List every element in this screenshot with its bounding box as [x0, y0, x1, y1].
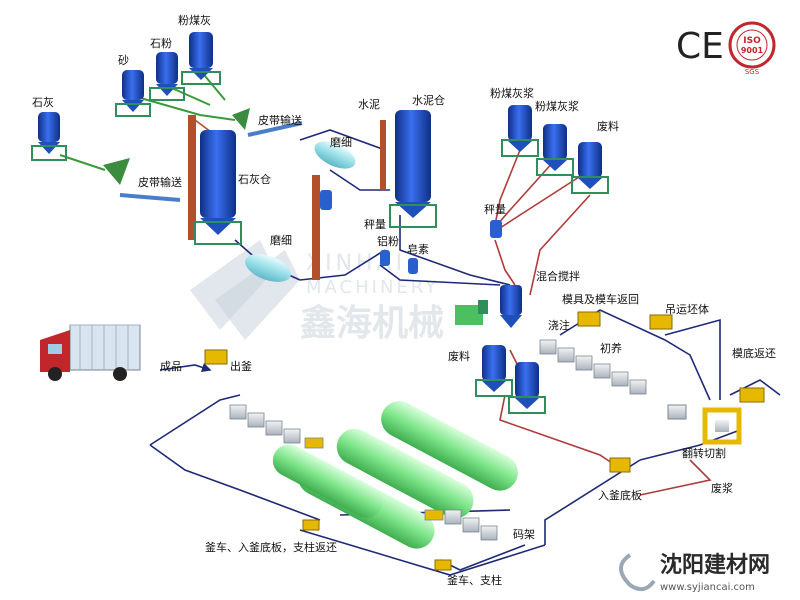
label-precuring: 初养: [600, 341, 622, 355]
label-mold-return: 模具及模车返回: [562, 292, 639, 306]
label-weighing-right: 秤量: [484, 203, 506, 216]
lift-crane: [649, 314, 673, 330]
label-stacking: 码架: [513, 528, 535, 541]
label-fly-ash: 粉煤灰: [178, 13, 211, 27]
label-weighing-left: 秤量: [364, 218, 386, 231]
label-lift-block: 吊运坯体: [665, 302, 709, 316]
silo-waste-top: [571, 142, 609, 194]
label-kettle-return: 釜车、入釜底板，支柱返还: [205, 540, 337, 554]
watermark-en-bottom: MACHINERY: [306, 277, 439, 298]
ce-mark: CE: [676, 26, 724, 67]
silo-fly-ash-slurry-2: [536, 124, 574, 176]
cement-silo: [389, 110, 437, 228]
silo-fly-ash: [181, 32, 221, 85]
iso-seal-number: 9001: [741, 46, 764, 55]
label-flip-cut: 翻转切割: [682, 446, 726, 460]
watermark-en-top: XINHAI: [306, 251, 406, 276]
label-cement-silo: 水泥仓: [412, 93, 445, 107]
silo-sand: [115, 70, 151, 117]
label-into-kettle-base: 入釜底板: [598, 488, 642, 502]
out-kettle-station: [204, 349, 228, 365]
mill-top: [314, 141, 356, 169]
label-sand: 砂: [118, 54, 129, 67]
label-belt-conveyor-left: 皮带输送: [138, 175, 182, 189]
label-finished: 成品: [160, 360, 182, 373]
belt-conveyor-left: [103, 158, 181, 202]
aluminum-powder-tank: [380, 250, 390, 266]
label-waste-top: 废料: [597, 119, 619, 133]
truck-icon: [40, 324, 141, 381]
iso-seal-sgs: SGS: [745, 68, 760, 76]
site-logo-brand: 沈阳建材网: [660, 553, 770, 578]
block-stack-right: [424, 509, 498, 541]
kettle-car-station: [434, 559, 452, 571]
iso-seal: ISO 9001 SGS: [728, 21, 776, 76]
label-mill-bottom: 磨细: [270, 234, 292, 247]
mill-bottom: [245, 254, 291, 282]
label-fly-ash-slurry-2: 粉煤灰浆: [535, 99, 579, 113]
flip-cutter: [702, 407, 742, 445]
label-lime: 石灰: [32, 95, 54, 109]
mold-line: [539, 339, 647, 395]
label-mill-top: 磨细: [330, 136, 352, 149]
mixer: [455, 285, 522, 328]
autoclaves: [272, 401, 518, 549]
mold-return-cart: [577, 311, 601, 327]
bucket-elevators: [188, 115, 386, 280]
weigher-right: [490, 220, 502, 238]
block-stack-left: [229, 404, 324, 449]
label-cement: 水泥: [358, 98, 380, 111]
belt-conveyor-top: [232, 108, 303, 137]
kettle-base-station: [609, 457, 631, 473]
label-pouring: 浇注: [548, 318, 570, 332]
silo-waste-1: [475, 345, 513, 397]
label-stone-powder: 石粉: [150, 37, 172, 50]
watermark-cn: 鑫海机械: [300, 303, 444, 344]
silo-lime: [31, 112, 67, 161]
mold-base-return-cart: [739, 387, 765, 403]
kettle-return-station: [302, 519, 320, 531]
silo-fly-ash-slurry-1: [501, 105, 539, 157]
label-soap-agent: 皂素: [407, 242, 429, 256]
labels: 砂 石粉 粉煤灰 石灰 皮带输送 皮带输送 水泥 水泥仓 磨细 石灰仓 磨细 秤…: [32, 13, 776, 587]
silo-stone-powder: [149, 52, 185, 101]
label-waste-slurry: 废浆: [711, 481, 733, 495]
iso-seal-text: ISO: [743, 36, 761, 46]
cut-block: [667, 404, 687, 420]
label-out-kettle: 出釜: [230, 359, 252, 373]
site-logo-url: www.syjiancai.com: [660, 582, 755, 593]
label-aluminum-powder: 铝粉: [377, 234, 399, 248]
label-belt-conveyor-top: 皮带输送: [258, 113, 302, 127]
label-waste-mid: 废料: [448, 349, 470, 363]
label-kettle-car: 釜车、支柱: [447, 573, 502, 587]
soap-agent-tank: [408, 258, 418, 274]
weigher-left: [320, 190, 332, 210]
label-mixing: 混合搅拌: [536, 269, 580, 283]
label-mold-base-return: 模底返还: [732, 346, 776, 360]
site-logo: 沈阳建材网 www.syjiancai.com: [619, 553, 770, 593]
lime-silo: [194, 130, 242, 245]
ce-mark-text: CE: [676, 26, 724, 67]
silo-waste-2: [508, 362, 546, 414]
label-fly-ash-slurry-1: 粉煤灰浆: [490, 86, 534, 100]
label-lime-silo: 石灰仓: [238, 172, 271, 186]
